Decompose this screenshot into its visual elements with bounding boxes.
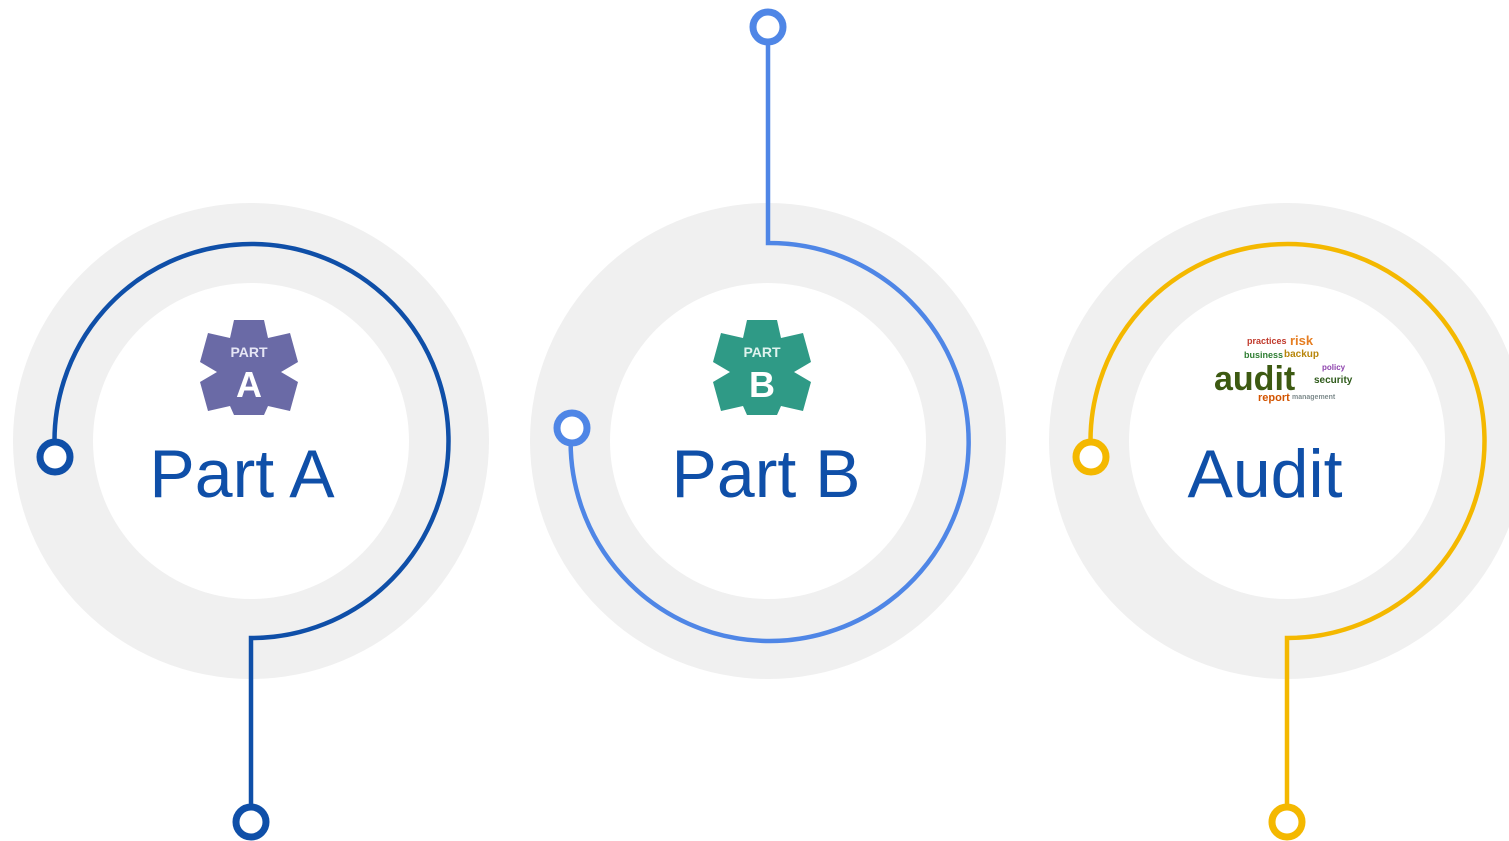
part-b-node: PART B Part B [530,8,1006,679]
audit-connector-line [1088,241,1487,820]
cloud-word-practices: practices [1247,336,1287,346]
part-b-label: Part B [672,436,861,512]
part-b-inner-disc [610,283,926,599]
part-b-badge-top-text: PART [743,344,781,360]
part-a-badge-shape [200,320,298,415]
cloud-word-security: security [1314,375,1353,386]
part-a-connector-line [52,241,451,820]
cloud-word-policy: policy [1322,363,1346,372]
part-a-badge-top-text: PART [230,344,268,360]
audit-start-node [1072,438,1110,476]
part-b-connector-line [568,27,971,644]
cloud-word-backup: backup [1284,349,1319,360]
part-a-badge-letter: A [236,364,262,405]
part-a-end-node [232,803,270,841]
part-b-badge-shape [713,320,811,415]
cloud-word-audit: audit [1214,360,1295,398]
part-a-inner-disc [93,283,409,599]
audit-inner-disc [1129,283,1445,599]
audit-word-cloud-icon: practices risk business backup audit sec… [1214,333,1353,404]
part-b-badge-icon: PART B [713,320,811,415]
part-b-badge-letter: B [749,364,775,405]
cloud-word-report: report [1258,392,1290,404]
cloud-word-business: business [1244,350,1283,360]
part-a-node: PART A Part A [13,203,489,841]
part-a-label: Part A [149,436,335,512]
part-a-badge-icon: PART A [200,320,298,415]
part-a-start-node [36,438,74,476]
audit-end-node [1268,803,1306,841]
cloud-word-risk: risk [1290,333,1314,348]
part-b-start-node [749,8,787,46]
part-b-end-node [553,409,591,447]
cloud-word-management: management [1292,394,1336,401]
audit-label: Audit [1188,436,1343,512]
audit-node: practices risk business backup audit sec… [1049,203,1509,841]
